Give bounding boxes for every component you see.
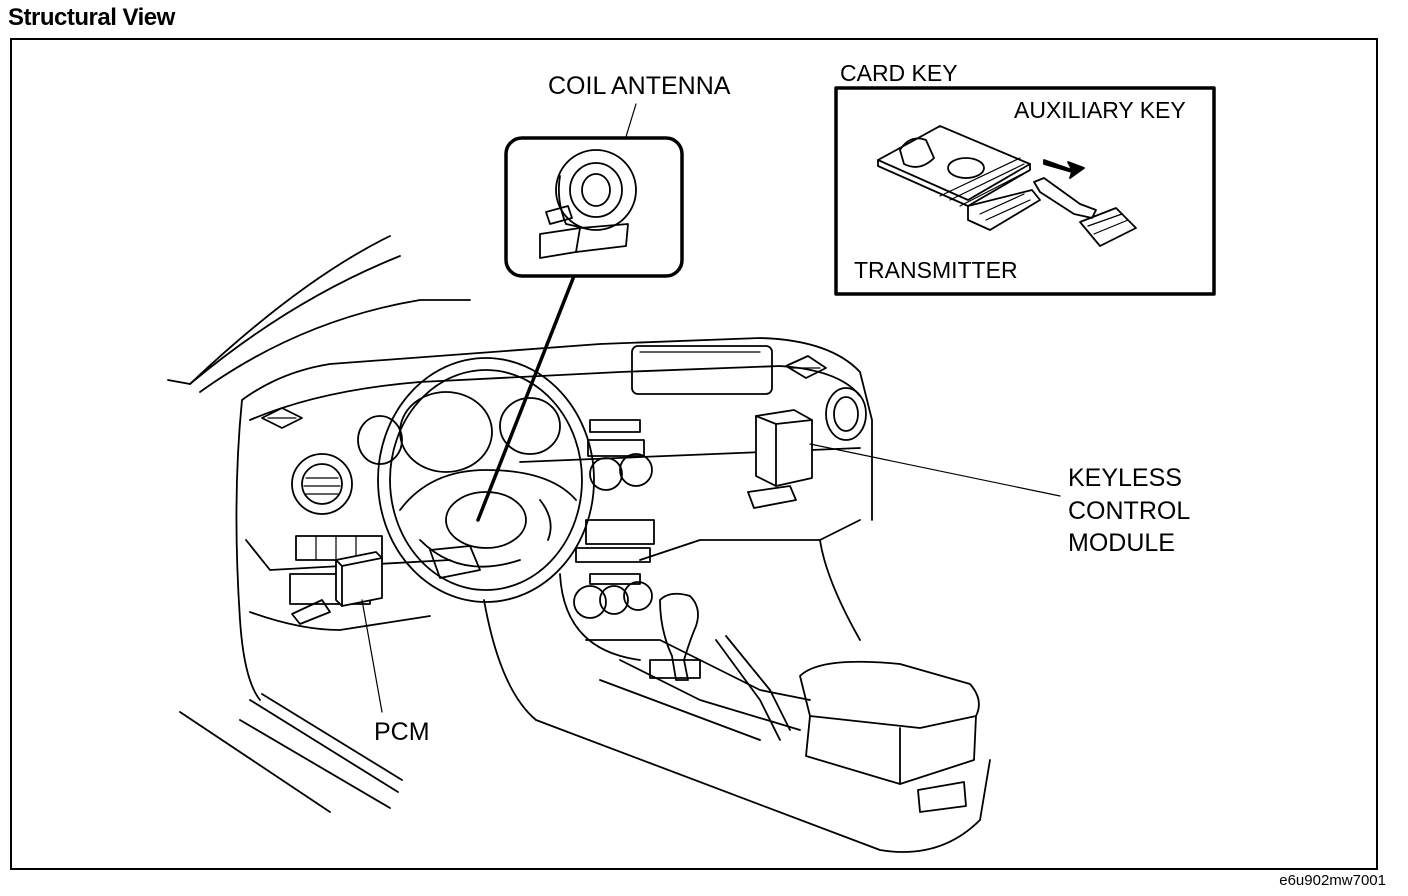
- keyless-control-module-label: KEYLESS CONTROL MODULE: [1068, 462, 1190, 560]
- center-stack: [559, 419, 655, 661]
- keyless-label-line-1: KEYLESS: [1068, 464, 1182, 492]
- diagram-frame: [10, 38, 1378, 870]
- a-pillar: [167, 235, 471, 393]
- keyless-module-box: [747, 409, 813, 509]
- auxiliary-key-label: AUXILIARY KEY: [1014, 97, 1186, 123]
- figure-code: e6u902mw7001: [1279, 872, 1386, 889]
- pcm-box: [335, 551, 383, 607]
- card-key-label: CARD KEY: [840, 60, 958, 86]
- coil-antenna-inset: [504, 136, 684, 278]
- transmitter-label: TRANSMITTER: [854, 257, 1018, 283]
- coil-antenna-leader: [476, 274, 576, 522]
- pcm-leader: [361, 599, 383, 713]
- page-title: Structural View: [8, 4, 175, 31]
- card-key-inset: [834, 86, 1216, 296]
- center-console: [483, 539, 991, 853]
- coil-antenna-label: COIL ANTENNA: [548, 72, 731, 100]
- keyless-module-leader: [809, 443, 1061, 497]
- door-sill: [179, 399, 403, 813]
- steering-wheel: [377, 357, 595, 603]
- keyless-label-line-2: CONTROL: [1068, 496, 1191, 525]
- instrument-cluster: [357, 391, 561, 473]
- left-vent: [291, 453, 353, 515]
- keyless-label-line-3: MODULE: [1068, 529, 1175, 557]
- right-vent: [825, 387, 867, 441]
- gear-shifter: [649, 592, 791, 741]
- pcm-label: PCM: [374, 718, 430, 746]
